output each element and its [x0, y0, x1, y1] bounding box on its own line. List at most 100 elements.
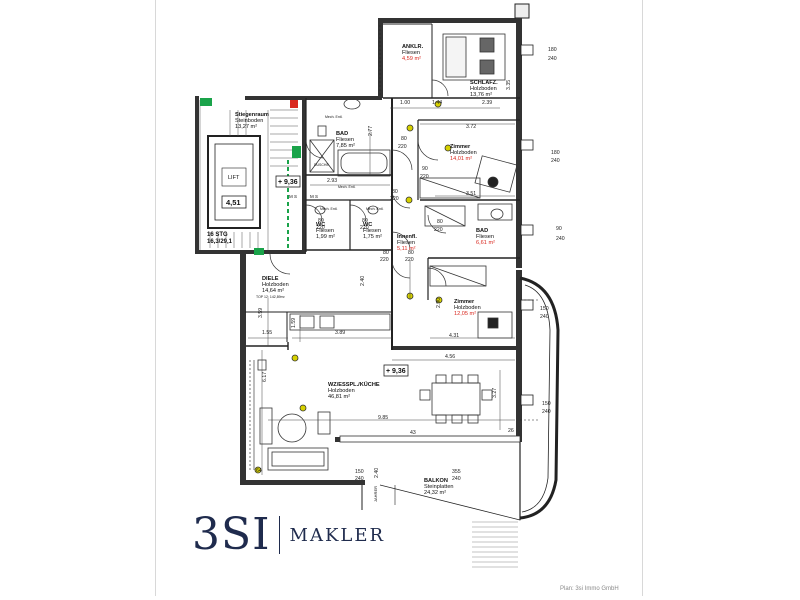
stairwell [199, 98, 301, 255]
dim-293: 2.93 [327, 178, 337, 184]
mech-label: Mech. Entl. [325, 115, 343, 119]
bathtub-icon [337, 149, 391, 177]
wall-stair-left [195, 96, 199, 251]
dim-150-240: 150 [542, 401, 551, 407]
lift-label: LIFT [228, 175, 240, 181]
brand-divider [278, 516, 280, 554]
level-936-stairs: + 9,36 [278, 179, 298, 186]
furniture [254, 33, 521, 474]
dim-80-220: 80 [318, 218, 324, 224]
kitchen-counter [289, 313, 391, 331]
dim-389: 3.89 [335, 330, 345, 336]
wall-living-bottom [240, 480, 365, 485]
dim-180-240: 180 [551, 150, 560, 156]
dim-90-220-lower: 220 [420, 174, 429, 180]
light-icon [254, 466, 262, 474]
dim-80-220-lower: 220 [405, 257, 414, 263]
misc-labels: LIFT 4,51 + 9,36 + 9,36 16 STG 16,3/29,1… [207, 115, 409, 502]
bed-icon [442, 33, 506, 81]
light-icon [434, 100, 442, 108]
lift-shaft [207, 135, 261, 229]
ms-label-2: M S [310, 194, 318, 199]
dim-327: 3.27 [492, 388, 498, 398]
plant-icon [299, 404, 307, 412]
shower-icon [309, 139, 335, 173]
dim-431: 4.31 [449, 333, 459, 339]
doors [269, 79, 449, 287]
exit-sign-icon [292, 146, 301, 158]
dim-359: 3.59 [258, 308, 264, 318]
dim-80-220-lower: 220 [390, 196, 399, 202]
top-label: TOP 12: 142,89m² [256, 295, 285, 299]
dim-90-240-lower: 240 [556, 236, 565, 242]
sink-icon [367, 205, 379, 215]
dim-90-220: 90 [422, 166, 428, 172]
mech-label: Mech. Entl. [338, 185, 356, 189]
light-icon [291, 354, 299, 362]
mech-label: Mech. Entl. [320, 207, 338, 211]
balcony-stairs [472, 521, 518, 568]
sink-icon [314, 205, 326, 215]
ms-label: M S [289, 194, 297, 199]
balcony [361, 276, 560, 568]
stairs-count: 16 STG [207, 232, 228, 238]
dim-26: 26 [508, 428, 514, 434]
dim-150-240: 150 [540, 306, 549, 312]
dim-240: 2.40 [360, 276, 366, 286]
dim-80-220-lower: 220 [360, 225, 369, 231]
dim-80-220-lower: 220 [380, 257, 389, 263]
light-icon [444, 144, 452, 152]
wall-stair-bottom [195, 250, 305, 254]
dim-80-220: 80 [392, 189, 398, 195]
dim-617: 6.17 [262, 372, 268, 382]
dim-159: 1.59 [291, 318, 297, 328]
dim-335: 3.35 [506, 80, 512, 90]
dim-43: 43 [410, 430, 416, 436]
chair-icon [487, 176, 499, 188]
dim-150-240-lower: 240 [540, 314, 549, 320]
wall-living-left [240, 254, 246, 484]
dim-80-220-lower: 220 [434, 227, 443, 233]
dim-180-240: 180 [548, 47, 557, 53]
sink-icon [343, 98, 361, 110]
dim-80-220: 80 [362, 218, 368, 224]
mech-label: Mech. Entl. [366, 207, 384, 211]
wall-stair-right [302, 96, 306, 254]
exit-sign-icon [254, 248, 264, 255]
brand-main: 3SI [192, 509, 271, 560]
exit-sign-icon [200, 98, 212, 106]
plan-sheet [155, 0, 643, 596]
light-icon [405, 196, 413, 204]
desk-icon [474, 155, 518, 193]
dim-351: 3.51 [466, 191, 476, 197]
dim-180-240-lower: 240 [548, 56, 557, 62]
brand-logo: 3SI MAKLER [192, 510, 385, 560]
dim-150-240-lower: 240 [355, 476, 364, 482]
dim-155: 1.55 [262, 330, 272, 336]
level-936-living: + 9,36 [386, 368, 406, 375]
wall-right-wing [514, 3, 530, 19]
dimension-labels: 180 240 180 240 90 240 150 240 150 240 1… [256, 47, 565, 482]
shower-icon [424, 205, 466, 227]
fire-alarm-icon [290, 100, 298, 108]
wall-stair-top [245, 96, 382, 100]
brand-sub: MAKLER [289, 524, 386, 546]
dim-290: 2.90 [436, 298, 442, 308]
dim-355-240: 355 [452, 469, 461, 475]
dim-100: 1.00 [400, 100, 410, 106]
light-icon [406, 124, 414, 132]
wall-living-right [516, 270, 522, 442]
wall-right-upper [516, 18, 522, 268]
dim-80-220-lower: 220 [316, 225, 325, 231]
